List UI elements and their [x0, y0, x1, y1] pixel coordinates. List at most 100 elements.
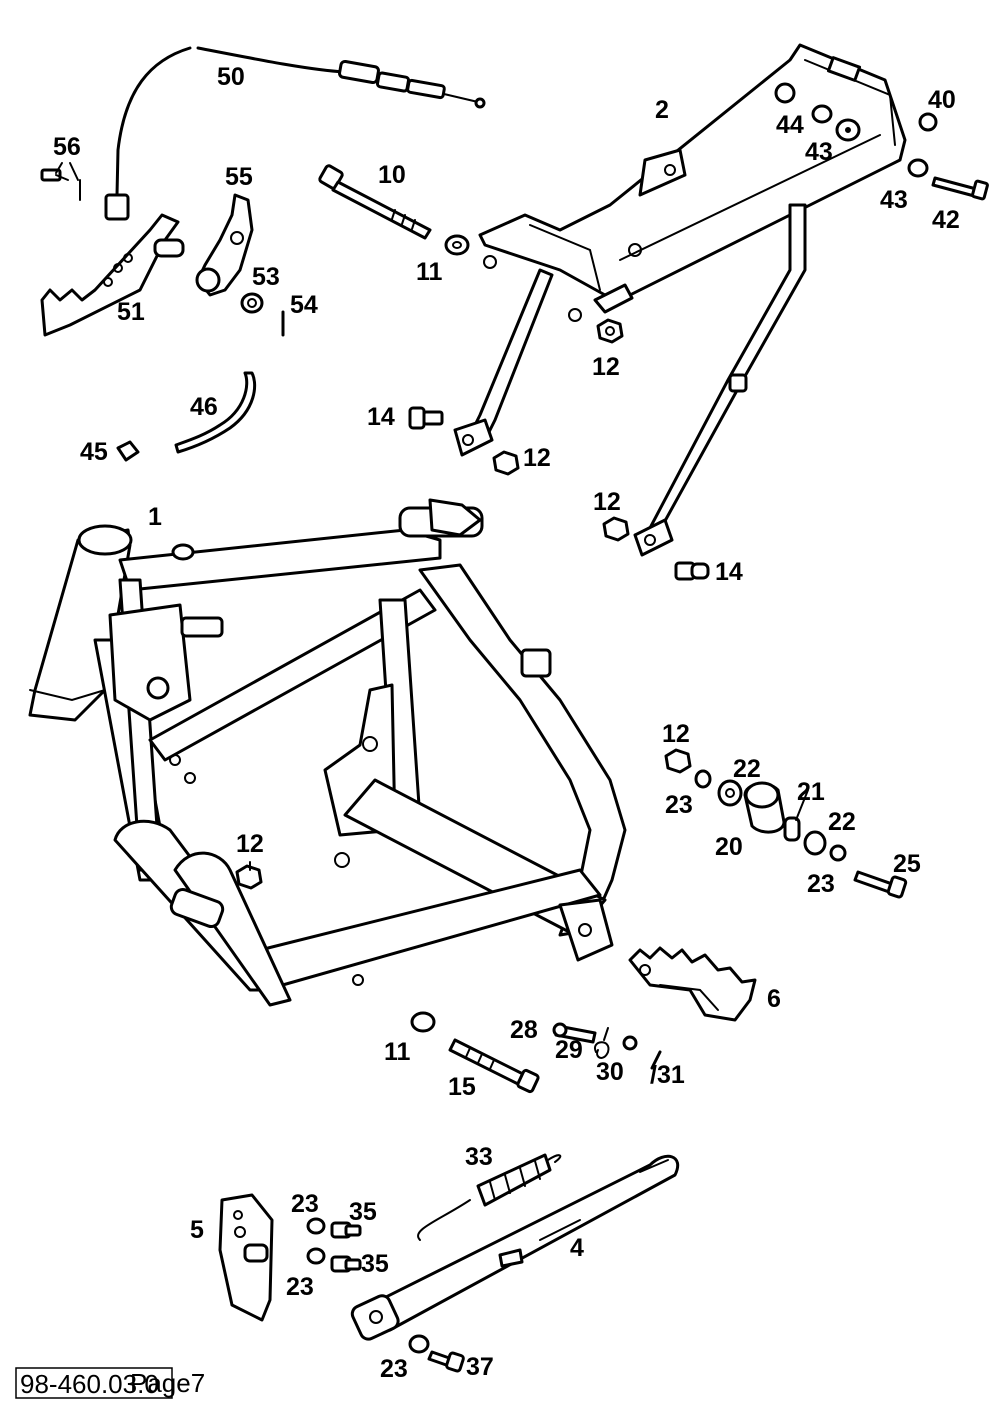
part-15-bolt: [448, 1038, 540, 1094]
part-50-cable: [104, 46, 486, 221]
footer-code: 98-460.03.0: [20, 1369, 159, 1399]
label-10: 10: [378, 161, 406, 189]
part-25-bolt: [853, 870, 908, 899]
part-1-main-frame: [28, 498, 627, 1007]
label-6: 6: [767, 985, 781, 1013]
part-53-washer: [240, 292, 264, 314]
part-35b-bolt: [330, 1255, 362, 1273]
part-22b-bushing: [803, 830, 827, 856]
part-23b-washer: [829, 844, 847, 862]
label-25: 25: [893, 850, 921, 878]
label-1: 1: [148, 503, 162, 531]
part-45-clamp: [116, 440, 140, 462]
part-11b-washer: [410, 1011, 436, 1033]
label-56: 56: [53, 133, 81, 161]
label-42: 42: [932, 206, 960, 234]
part-31-pin: [650, 1050, 662, 1070]
label-30: 30: [596, 1058, 624, 1086]
label-53: 53: [252, 263, 280, 291]
part-55-lever: [195, 193, 254, 297]
label-15: 15: [448, 1073, 476, 1101]
part-10-bolt: [318, 164, 432, 240]
part-30-ring: [622, 1035, 638, 1051]
label-14a: 14: [367, 403, 395, 431]
label-28: 28: [510, 1016, 538, 1044]
part-6-footpeg: [628, 946, 757, 1022]
label-22b: 22: [828, 808, 856, 836]
label-29: 29: [555, 1036, 583, 1064]
label-4: 4: [570, 1234, 584, 1262]
label-12a: 12: [592, 353, 620, 381]
label-35b: 35: [361, 1250, 389, 1278]
part-37-bolt: [427, 1350, 465, 1373]
part-23d-washer: [306, 1247, 326, 1265]
label-23e: 23: [380, 1355, 408, 1383]
label-12d: 12: [662, 720, 690, 748]
part-12e-nut: [235, 864, 263, 890]
part-40-cap: [918, 112, 938, 132]
part-23e-washer: [408, 1334, 430, 1354]
part-44b-bushing: [774, 82, 796, 104]
label-23a: 23: [665, 791, 693, 819]
part-42-bolt: [931, 176, 989, 201]
part-14b-bolt: [674, 561, 710, 581]
label-44: 44: [776, 111, 804, 139]
label-31: /31: [650, 1061, 685, 1089]
label-33: 33: [465, 1143, 493, 1171]
footer-code-box: [15, 1367, 173, 1399]
label-55: 55: [225, 163, 253, 191]
label-5: 5: [190, 1216, 204, 1244]
label-37: 37: [466, 1353, 494, 1381]
part-46-hose: [174, 371, 257, 454]
label-35a: 35: [349, 1198, 377, 1226]
part-12b-nut: [492, 450, 520, 476]
part-21-sleeve: [783, 816, 801, 842]
label-22a: 22: [733, 755, 761, 783]
part-4-side-stand: [350, 1154, 680, 1341]
part-12c-nut: [602, 516, 630, 542]
label-21: 21: [797, 778, 825, 806]
part-51-brake-pedal: [40, 213, 185, 337]
part-35a-bolt: [330, 1221, 362, 1239]
label-51: 51: [117, 298, 145, 326]
label-2: 2: [655, 96, 669, 124]
label-20: 20: [715, 833, 743, 861]
leader-lines: [55, 162, 809, 871]
label-12e: 12: [236, 830, 264, 858]
part-22a-bushing: [717, 779, 743, 807]
label-23d: 23: [286, 1273, 314, 1301]
label-23b: 23: [807, 870, 835, 898]
part-14a-bolt: [408, 406, 444, 430]
label-40: 40: [928, 86, 956, 114]
label-11a: 11: [416, 258, 443, 286]
footer: 98-460.03.0 Page7: [15, 1367, 205, 1399]
part-11a-washer: [444, 234, 470, 256]
part-12d-nut: [664, 748, 692, 774]
part-43b-washer: [907, 158, 929, 178]
label-23c: 23: [291, 1190, 319, 1218]
label-45: 45: [80, 438, 108, 466]
part-29-spring: [593, 1027, 610, 1059]
part-20-rubber: [743, 781, 786, 834]
part-56-pin: [40, 168, 81, 201]
part-labels: 50 2 40 44 43 43 42 56 55 10 53 54 51 11…: [53, 63, 960, 1383]
part-12a-nut: [596, 318, 624, 344]
label-43a: 43: [805, 138, 833, 166]
part-33-spring: [417, 1153, 562, 1241]
label-12b: 12: [523, 444, 551, 472]
part-2-subframe: [453, 43, 907, 557]
part-43a-washer: [835, 118, 861, 142]
footer-page: Page7: [130, 1368, 205, 1398]
part-23c-washer: [306, 1217, 326, 1235]
label-50: 50: [217, 63, 245, 91]
label-11b: 11: [384, 1038, 411, 1066]
part-44-nut: [811, 104, 833, 124]
label-14b: 14: [715, 558, 743, 586]
label-54: 54: [290, 291, 318, 319]
part-23a-washer: [694, 769, 712, 789]
part-5-stand-bracket: [218, 1193, 274, 1322]
part-28-pin: [552, 1022, 597, 1044]
label-46: 46: [190, 393, 218, 421]
label-12c: 12: [593, 488, 621, 516]
